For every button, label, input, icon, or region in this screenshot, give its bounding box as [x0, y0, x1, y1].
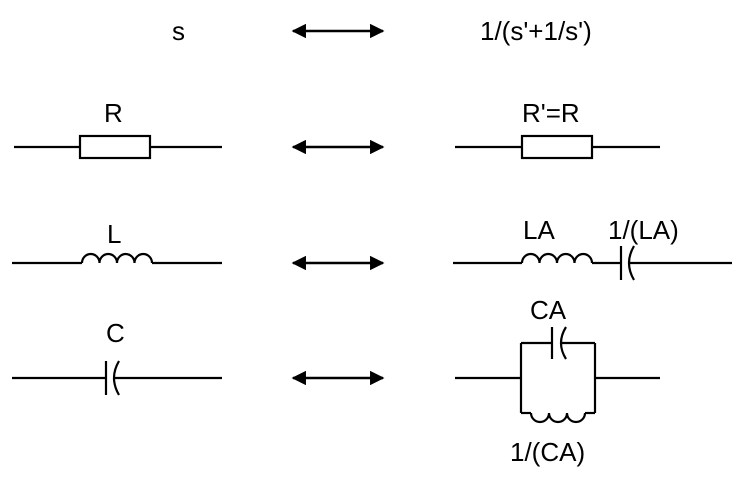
capacitor-left-label: C [106, 318, 125, 348]
capacitor-right-capacitor-label: CA [530, 295, 567, 325]
resistor-right-circuit [455, 134, 660, 160]
capacitor-right-circuit [455, 326, 660, 424]
inductor-left-circuit [12, 252, 222, 265]
inductor-right-capacitor-label: 1/(LA) [608, 215, 679, 245]
resistor-left-label: R [104, 98, 123, 128]
capacitor-right-inductor-label: 1/(CA) [510, 437, 585, 467]
resistor-right-label: R'=R [522, 98, 580, 128]
header-right-label: 1/(s'+1/s') [480, 16, 592, 46]
resistor-left-circuit [14, 134, 222, 160]
inductor-right-circuit [453, 245, 732, 281]
inductor-left-label: L [107, 219, 121, 249]
inductor-right-inductor-label: LA [523, 215, 555, 245]
header-left-label: s [172, 16, 185, 46]
capacitor-left-circuit [12, 360, 222, 396]
